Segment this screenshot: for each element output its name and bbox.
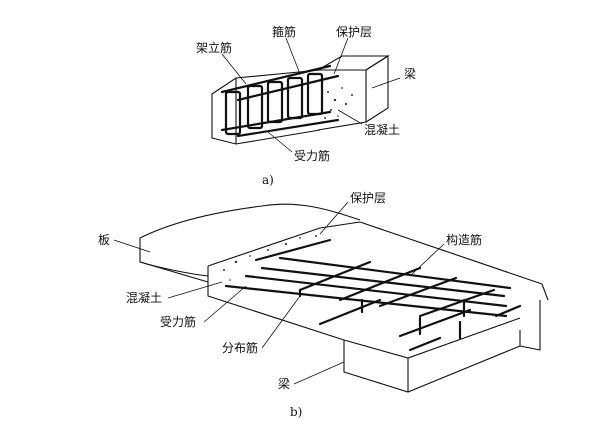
- label-liang-a: 梁: [404, 66, 416, 81]
- label-baohuceng-b: 保护层: [350, 191, 386, 205]
- caption-b: b): [290, 405, 302, 419]
- label-hunningtu-b: 混凝土: [126, 290, 162, 305]
- label-liang-b: 梁: [278, 376, 290, 391]
- label-fenbu-b: 分布筋: [222, 340, 258, 355]
- label-gujin-a: 箍筋: [272, 24, 296, 39]
- label-baohuceng-a: 保护层: [336, 25, 372, 39]
- concrete-speckle-a: [324, 87, 353, 119]
- label-shouli-a: 受力筋: [294, 148, 330, 163]
- construction-bars-b: [298, 288, 522, 352]
- caption-a: a): [262, 173, 274, 187]
- label-jiali-a: 架立筋: [196, 40, 232, 55]
- slab-drawing: [113, 201, 549, 393]
- beam-drawing: [211, 37, 401, 153]
- label-hunningtu-a: 混凝土: [364, 122, 400, 137]
- main-bars-b: [224, 256, 512, 318]
- concrete-speckle-b: [223, 235, 317, 281]
- label-ban-b: 板: [98, 233, 110, 247]
- stirrups-a: [224, 72, 324, 136]
- label-gouzao-b: 构造筋: [446, 232, 482, 247]
- distribution-bars-b: [254, 238, 496, 338]
- label-shouli-b: 受力筋: [160, 314, 196, 329]
